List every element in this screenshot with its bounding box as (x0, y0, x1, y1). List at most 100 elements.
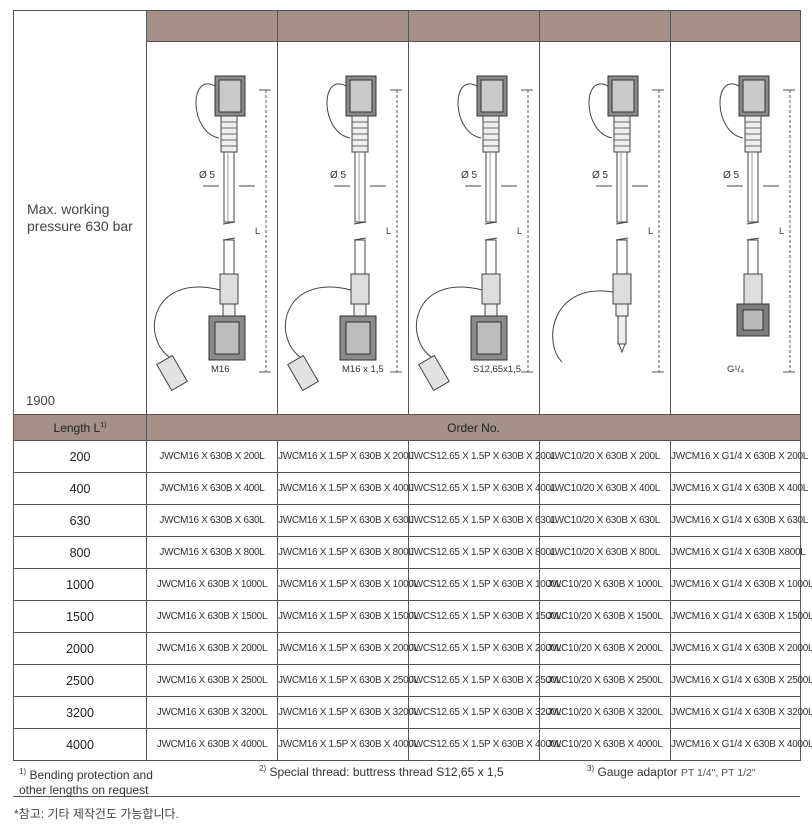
spec-label-cell: Max. working pressure 630 bar 1900 (13, 10, 147, 415)
length-cell: 2000 (13, 632, 147, 665)
order-number-cell: JWCS12.65 X 1.5P X 630B X 200L (408, 440, 556, 473)
order-number-cell: JWCM16 X G1/4 X 630B X 3200L (670, 696, 812, 729)
diameter-label: Ø 5 (723, 170, 740, 181)
order-number-cell: JWCS12.65 X 1.5P X 630B X 1000L (408, 568, 562, 601)
hose-drawing-g14: L Ø 5 G¹/₄ (719, 75, 795, 375)
order-number-cell: JWC10/20 X 630B X 1500L (539, 600, 671, 633)
order-number-cell: JWCM16 X 630B X 1000L (146, 568, 278, 601)
order-number-cell: JWCM16 X G1/4 X 630B X 2500L (670, 664, 812, 697)
footnotes: 1) Bending protection and other lengths … (13, 758, 800, 797)
order-number-cell: JWCM16 X 1.5P X 630B X 1500L (277, 600, 419, 633)
order-number-cell: JWCM16 X G1/4 X 630B X 200L (670, 440, 808, 473)
order-number-cell: JWCM16 X G1/4 X 630B X 2000L (670, 632, 812, 665)
order-number-cell: JWCM16 X G1/4 X 630B X800L (670, 536, 806, 569)
order-number-cell: JWC10/20 X 630B X 2000L (539, 632, 671, 665)
order-column-header: Order No. (146, 414, 801, 441)
order-number-cell: JWCM16 X 1.5P X 630B X 630L (277, 504, 414, 537)
catalog-number: 1900 (26, 393, 55, 408)
order-number-cell: JWCS12.65 X 1.5P X 630B X 400L (408, 472, 556, 505)
length-cell: 4000 (13, 728, 147, 761)
length-label: L (255, 226, 260, 236)
order-number-cell: JWCS12.65 X 1.5P X 630B X 800L (408, 536, 556, 569)
order-number-cell: JWCM16 X 630B X 200L (146, 440, 278, 473)
order-number-cell: JWCM16 X G1/4 X 630B X 630L (670, 504, 808, 537)
order-number-cell: JWCM16 X 630B X 2000L (146, 632, 278, 665)
drawing-header-3 (408, 10, 540, 42)
order-number-cell: JWCM16 X 1.5P X 630B X 400L (277, 472, 414, 505)
drawing-cell-5: L Ø 5 G¹/₄ (670, 41, 801, 415)
length-column-header: Length L1) (13, 414, 147, 441)
hose-drawing-s1265: L Ø 5 S12,65x1,5 (415, 75, 533, 392)
order-number-cell: JWCM16 X 630B X 1500L (146, 600, 278, 633)
order-number-cell: JWCM16 X 1.5P X 630B X 200L (277, 440, 414, 473)
length-cell: 2500 (13, 664, 147, 697)
order-number-cell: JWCM16 X G1/4 X 630B X 4000L (670, 728, 812, 761)
order-number-cell: JWC10/20 X 630B X 630L (539, 504, 671, 537)
diameter-label: Ø 5 (592, 170, 609, 181)
diameter-label: Ø 5 (330, 170, 347, 181)
order-number-cell: JWCM16 X 1.5P X 630B X 2500L (277, 664, 419, 697)
order-number-cell: JWCM16 X 630B X 4000L (146, 728, 278, 761)
order-number-cell: JWC10/20 X 630B X 1000L (539, 568, 671, 601)
thread-label: S12,65x1,5 (473, 364, 521, 375)
order-number-cell: JWCM16 X 1.5P X 630B X 800L (277, 536, 414, 569)
order-number-cell: JWCM16 X G1/4 X 630B X 1000L (670, 568, 812, 601)
drawing-header-2 (277, 10, 409, 42)
order-number-cell: JWCS12.65 X 1.5P X 630B X 1500L (408, 600, 562, 633)
footnote-1: 1) Bending protection and other lengths … (19, 767, 153, 797)
length-cell: 1500 (13, 600, 147, 633)
drawing-header-5 (670, 10, 801, 42)
order-number-cell: JWCM16 X 630B X 400L (146, 472, 278, 505)
order-number-cell: JWCM16 X G1/4 X 630B X 1500L (670, 600, 812, 633)
order-number-cell: JWC10/20 X 630B X 400L (539, 472, 671, 505)
footnote-2: 2) Special thread: buttress thread S12,6… (259, 764, 504, 779)
thread-label: G¹/₄ (727, 364, 744, 375)
length-cell: 630 (13, 504, 147, 537)
order-number-cell: JWCM16 X 1.5P X 630B X 4000L (277, 728, 419, 761)
hose-drawing-gauge: LØ 5 (552, 75, 664, 373)
thread-label: M16 x 1,5 (342, 364, 384, 375)
order-number-cell: JWCS12.65 X 1.5P X 630B X 2000L (408, 632, 562, 665)
length-label: L (517, 226, 522, 236)
order-number-cell: JWCS12.65 X 1.5P X 630B X 2500L (408, 664, 562, 697)
length-label: L (779, 226, 784, 236)
order-number-cell: JWC10/20 X 630B X 2500L (539, 664, 671, 697)
order-number-cell: JWCM16 X 1.5P X 630B X 3200L (277, 696, 419, 729)
length-cell: 200 (13, 440, 147, 473)
drawing-header-1 (146, 10, 278, 42)
max-pressure-label: Max. working pressure 630 bar (27, 201, 133, 234)
order-number-cell: JWC10/20 X 630B X 4000L (539, 728, 671, 761)
order-number-cell: JWCM16 X 630B X 3200L (146, 696, 278, 729)
diameter-label: Ø 5 (199, 170, 216, 181)
drawing-header-4 (539, 10, 671, 42)
order-number-cell: JWC10/20 X 630B X 800L (539, 536, 671, 569)
drawing-cell-3: L Ø 5 S12,65x1,5 (408, 41, 540, 415)
order-number-cell: JWCM16 X 630B X 2500L (146, 664, 278, 697)
length-cell: 400 (13, 472, 147, 505)
order-number-cell: JWCS12.65 X 1.5P X 630B X 3200L (408, 696, 562, 729)
order-number-cell: JWC10/20 X 630B X 200L (539, 440, 671, 473)
diameter-label: Ø 5 (461, 170, 478, 181)
order-number-cell: JWCS12.65 X 1.5P X 630B X 4000L (408, 728, 562, 761)
order-number-cell: JWCM16 X G1/4 X 630B X 400L (670, 472, 808, 505)
order-number-cell: JWCM16 X 1.5P X 630B X 1000L (277, 568, 419, 601)
order-number-cell: JWCM16 X 630B X 630L (146, 504, 278, 537)
order-number-cell: JWCS12.65 X 1.5P X 630B X 630L (408, 504, 556, 537)
footnote-3: 3) Gauge adaptor PT 1/4", PT 1/2" (587, 764, 756, 779)
order-number-cell: JWCM16 X 1.5P X 630B X 2000L (277, 632, 419, 665)
